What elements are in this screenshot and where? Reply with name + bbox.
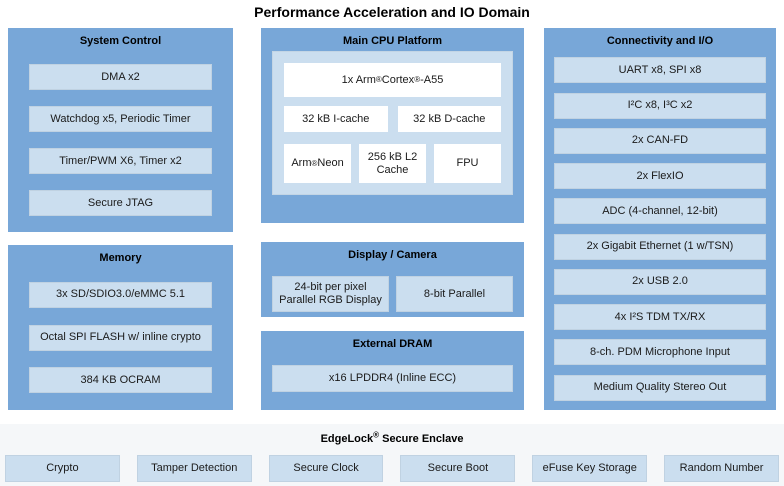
connectivity-item: UART x8, SPI x8 xyxy=(554,57,766,84)
connectivity-title: Connectivity and I/O xyxy=(606,35,714,47)
display-camera-row: 24-bit per pixel Parallel RGB Display 8-… xyxy=(272,276,513,312)
cpu-inner-container: 1x Arm® Cortex®-A55 32 kB I-cache 32 kB … xyxy=(272,51,513,195)
system-control-title: System Control xyxy=(79,35,162,47)
connectivity-item: 2x CAN-FD xyxy=(554,127,766,154)
column-right: Connectivity and I/O UART x8, SPI x8 I²C… xyxy=(544,28,776,410)
system-control-item: Timer/PWM X6, Timer x2 xyxy=(29,148,212,174)
connectivity-item: 4x I²S TDM TX/RX xyxy=(554,304,766,331)
display-rgb-item: 24-bit per pixel Parallel RGB Display xyxy=(272,276,389,312)
block-connectivity-io: Connectivity and I/O UART x8, SPI x8 I²C… xyxy=(544,28,776,410)
cpu-icache-box: 32 kB I-cache xyxy=(284,106,388,132)
connectivity-item: 8-ch. PDM Microphone Input xyxy=(554,339,766,366)
cpu-dcache-box: 32 kB D-cache xyxy=(397,106,501,132)
block-external-dram: External DRAM x16 LPDDR4 (Inline ECC) xyxy=(261,331,524,410)
memory-title: Memory xyxy=(99,252,142,264)
connectivity-rows: UART x8, SPI x8 I²C x8, I³C x2 2x CAN-FD… xyxy=(544,48,776,410)
secure-enclave-item: Tamper Detection xyxy=(136,455,252,482)
cpu-cache-row: 32 kB I-cache 32 kB D-cache xyxy=(284,106,501,132)
column-middle: Main CPU Platform 1x Arm® Cortex®-A55 32… xyxy=(261,28,524,410)
diagram-columns: System Control DMA x2 Watchdog x5, Perio… xyxy=(8,28,776,410)
connectivity-item: ADC (4-channel, 12-bit) xyxy=(554,198,766,225)
secure-enclave-item: Secure Clock xyxy=(268,455,384,482)
secure-enclave-row: Crypto Tamper Detection Secure Clock Sec… xyxy=(5,455,779,482)
block-memory: Memory 3x SD/SDIO3.0/eMMC 5.1 Octal SPI … xyxy=(8,245,233,410)
secure-enclave-item: Crypto xyxy=(5,455,120,482)
memory-item: 384 KB OCRAM xyxy=(29,367,212,394)
cpu-l2-cache-box: 256 kB L2 Cache xyxy=(359,144,426,183)
connectivity-item: 2x USB 2.0 xyxy=(554,268,766,295)
display-8bit-item: 8-bit Parallel xyxy=(396,276,513,312)
external-dram-title: External DRAM xyxy=(352,338,433,350)
secure-enclave-item: Random Number xyxy=(664,455,779,482)
memory-item: 3x SD/SDIO3.0/eMMC 5.1 xyxy=(29,281,212,308)
system-control-item: Watchdog x5, Periodic Timer xyxy=(29,106,212,132)
page-title: Performance Acceleration and IO Domain xyxy=(254,4,530,20)
cpu-core-box: 1x Arm® Cortex®-A55 xyxy=(284,63,501,97)
external-dram-item: x16 LPDDR4 (Inline ECC) xyxy=(272,365,513,392)
block-display-camera: Display / Camera 24-bit per pixel Parall… xyxy=(261,242,524,317)
memory-item: Octal SPI FLASH w/ inline crypto xyxy=(29,324,212,351)
main-cpu-title: Main CPU Platform xyxy=(342,35,442,47)
cpu-neon-box: Arm® Neon xyxy=(284,144,351,183)
block-main-cpu-platform: Main CPU Platform 1x Arm® Cortex®-A55 32… xyxy=(261,28,524,223)
secure-enclave-item: eFuse Key Storage xyxy=(532,455,648,482)
system-control-item: Secure JTAG xyxy=(29,190,212,216)
system-control-item: DMA x2 xyxy=(29,64,212,90)
cpu-units-row: Arm® Neon 256 kB L2 Cache FPU xyxy=(284,144,501,183)
secure-enclave-title: EdgeLock® Secure Enclave xyxy=(320,430,464,445)
connectivity-item: 2x FlexIO xyxy=(554,163,766,190)
column-left: System Control DMA x2 Watchdog x5, Perio… xyxy=(8,28,233,410)
memory-rows: 3x SD/SDIO3.0/eMMC 5.1 Octal SPI FLASH w… xyxy=(8,265,233,410)
secure-enclave-item: Secure Boot xyxy=(400,455,516,482)
block-system-control: System Control DMA x2 Watchdog x5, Perio… xyxy=(8,28,233,232)
connectivity-item: I²C x8, I³C x2 xyxy=(554,92,766,119)
cpu-fpu-box: FPU xyxy=(434,144,501,183)
system-control-rows: DMA x2 Watchdog x5, Periodic Timer Timer… xyxy=(8,48,233,232)
display-camera-title: Display / Camera xyxy=(348,249,437,261)
connectivity-item: Medium Quality Stereo Out xyxy=(554,374,766,401)
block-secure-enclave: EdgeLock® Secure Enclave Crypto Tamper D… xyxy=(0,424,784,486)
connectivity-item: 2x Gigabit Ethernet (1 w/TSN) xyxy=(554,233,766,260)
